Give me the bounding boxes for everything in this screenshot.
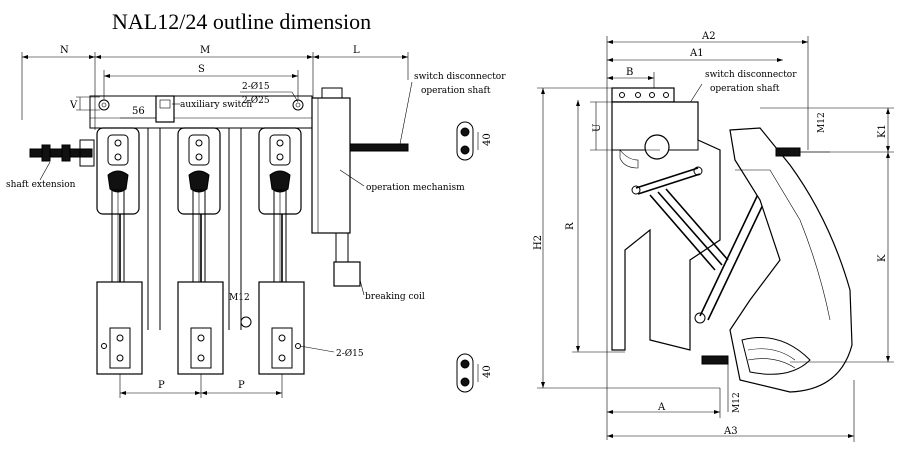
drawing-title: NAL12/24 outline dimension bbox=[112, 9, 371, 34]
dim-s: S bbox=[198, 64, 205, 75]
dim-b: B bbox=[626, 67, 633, 78]
pole-3 bbox=[258, 127, 302, 306]
dim-40-upper: 40 bbox=[482, 133, 493, 146]
bracket-lower: 40 bbox=[456, 353, 493, 393]
auxiliary-switch-label: auxiliary switch bbox=[180, 100, 252, 110]
dim-a3: A3 bbox=[723, 426, 738, 437]
dim-p2: P bbox=[238, 380, 245, 391]
dim-m: M bbox=[200, 45, 210, 56]
dim-40-lower: 40 bbox=[482, 365, 493, 378]
dim-r: R bbox=[565, 222, 576, 230]
shaft-extension-label: shaft extension bbox=[6, 180, 76, 190]
side-view: A2 A1 B switch disconnector operation sh… bbox=[533, 31, 894, 442]
front-view: N M L S V 56 auxiliary switch 2-Ø15 2-Ø2… bbox=[6, 45, 506, 398]
m12-label-side-top: M12 bbox=[817, 112, 827, 133]
bracket-upper: 40 bbox=[456, 121, 493, 161]
switch-shaft-label-line1-side: switch disconnector bbox=[705, 70, 797, 80]
dim-a1: A1 bbox=[689, 48, 704, 59]
dim-n: N bbox=[60, 45, 69, 56]
pole-2 bbox=[177, 127, 221, 306]
dim-h2: H2 bbox=[533, 235, 544, 250]
hole-label-top-1: 2-Ø15 bbox=[242, 81, 270, 92]
m12-label-front: M12 bbox=[229, 293, 250, 303]
switch-shaft-label-line2-front: operation shaft bbox=[421, 86, 491, 96]
dim-a2: A2 bbox=[701, 31, 716, 42]
switch-shaft-label-line2-side: operation shaft bbox=[710, 84, 780, 94]
dim-56: 56 bbox=[132, 106, 145, 117]
breaking-coil-label: breaking coil bbox=[365, 292, 425, 302]
hole-label-top-2: 2-Ø25 bbox=[242, 95, 270, 106]
dim-k1: K1 bbox=[877, 124, 888, 138]
dim-k: K bbox=[877, 254, 888, 262]
dim-v: V bbox=[69, 100, 78, 111]
hole-label-bottom: 2-Ø15 bbox=[336, 348, 364, 359]
pole-1 bbox=[96, 127, 140, 306]
dim-u: U bbox=[592, 124, 603, 132]
switch-shaft-label-line1-front: switch disconnector bbox=[414, 72, 506, 82]
operation-mechanism-label: operation mechanism bbox=[366, 183, 465, 193]
dim-a: A bbox=[657, 402, 666, 413]
m12-label-side-bottom: M12 bbox=[732, 392, 742, 413]
dim-l: L bbox=[353, 45, 360, 56]
dim-p1: P bbox=[158, 380, 165, 391]
